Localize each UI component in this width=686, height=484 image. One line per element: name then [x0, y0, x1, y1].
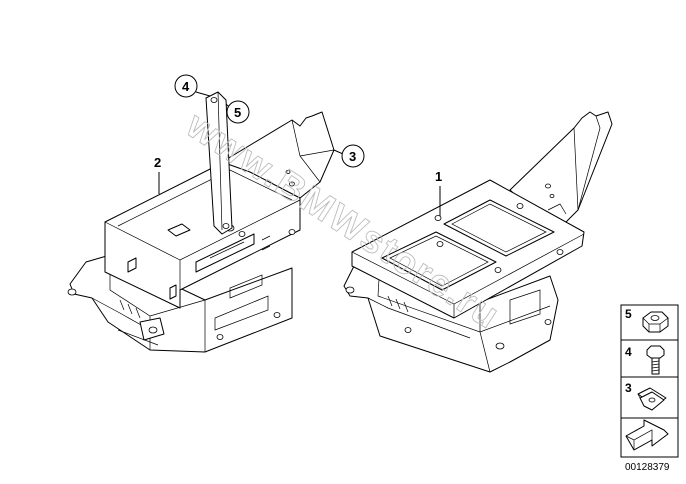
legend-item-5-number: 5 — [625, 307, 632, 321]
callout-4-circle — [174, 74, 198, 98]
fastener-legend: 5 4 3 — [620, 304, 679, 458]
bolt-icon — [646, 345, 665, 375]
legend-item-3-number: 3 — [625, 381, 632, 395]
callout-3: 3 — [349, 149, 356, 164]
right-assembly — [343, 111, 613, 373]
callout-2: 2 — [154, 155, 161, 170]
callout-4: 4 — [182, 79, 190, 94]
legend-item-4-number: 4 — [625, 345, 632, 359]
nut-icon — [642, 311, 669, 333]
opening-front — [381, 231, 497, 291]
callout-1: 1 — [435, 169, 442, 184]
callout-3-circle — [341, 144, 365, 168]
clip-nut-icon — [637, 387, 667, 411]
callout-5: 5 — [234, 105, 241, 120]
left-assembly — [67, 91, 335, 353]
callout-5-circle — [226, 100, 250, 124]
arrow-icon — [625, 419, 669, 451]
document-number: 00128379 — [625, 462, 670, 473]
callouts: 1 2 3 4 5 — [154, 74, 442, 216]
upright-bracket-part-3 — [221, 111, 335, 199]
